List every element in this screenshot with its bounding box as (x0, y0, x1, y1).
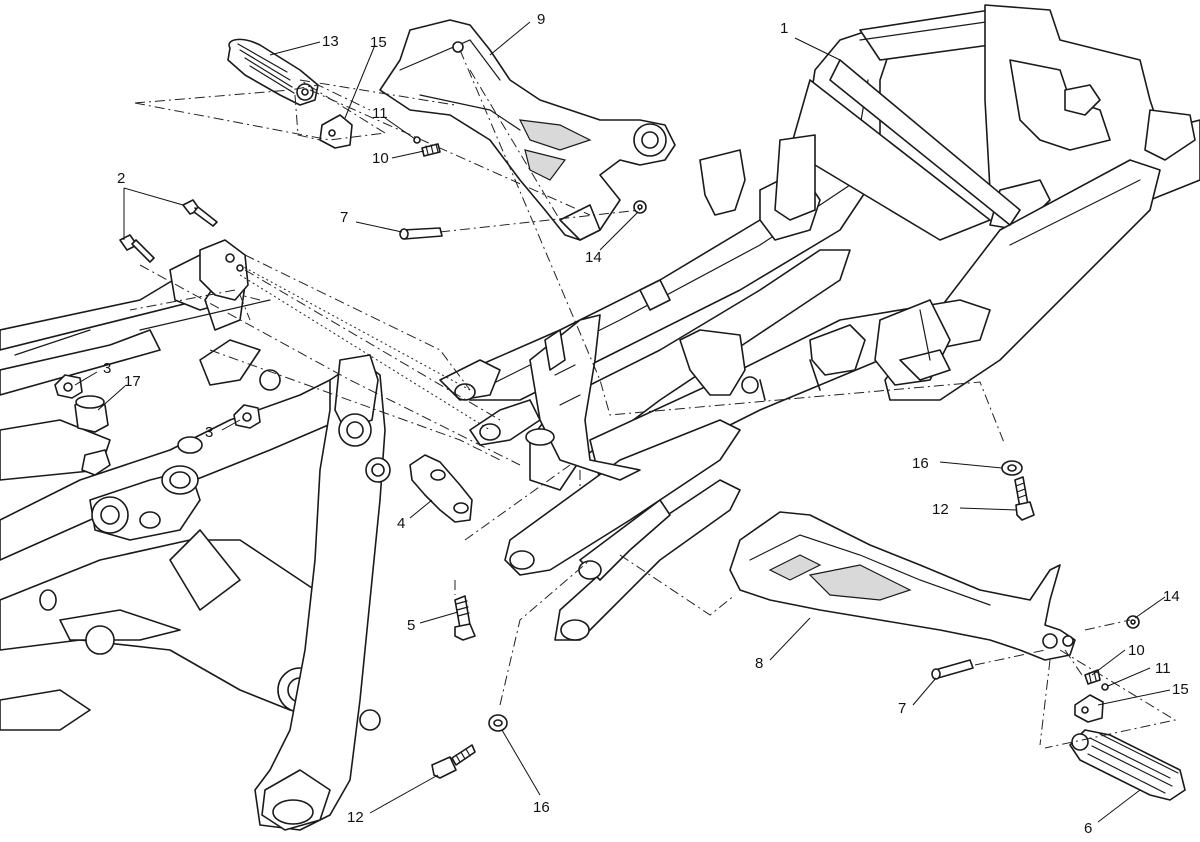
callout-16-lower: 16 (533, 799, 550, 816)
callout-labels: 1 2 3 3 4 5 6 7 7 8 9 10 10 11 11 12 12 … (103, 11, 1189, 837)
small-parts (54, 114, 1140, 779)
callout-15-right: 15 (1172, 681, 1189, 698)
callout-7-left: 7 (340, 209, 348, 226)
callout-6: 6 (1084, 820, 1092, 837)
callout-4: 4 (397, 515, 405, 532)
callout-14-left: 14 (585, 249, 602, 266)
main-frame (0, 249, 391, 831)
callout-11-right: 11 (1155, 660, 1171, 677)
rear-subframe (439, 4, 1200, 641)
callout-13: 13 (322, 33, 339, 50)
assembly-lines (129, 49, 1177, 749)
left-footpeg (227, 38, 319, 106)
callout-5: 5 (407, 617, 415, 634)
callout-9: 9 (537, 11, 545, 28)
callout-17: 17 (124, 373, 141, 390)
right-footpeg (1069, 729, 1186, 801)
callout-12-lower: 12 (347, 809, 364, 826)
callout-14-right: 14 (1163, 588, 1180, 605)
callout-1: 1 (780, 20, 788, 37)
callout-15-left: 15 (370, 34, 387, 51)
callout-7-right: 7 (898, 700, 906, 717)
callout-10-right: 10 (1128, 642, 1145, 659)
right-footpeg-bracket (729, 511, 1076, 661)
leader-lines (74, 21, 1171, 823)
callout-10-left: 10 (372, 150, 389, 167)
callout-8: 8 (755, 655, 763, 672)
callout-3-lower: 3 (205, 424, 213, 441)
left-footpeg-bracket (379, 19, 676, 241)
callout-11-left: 11 (372, 105, 388, 122)
callout-16-right: 16 (912, 455, 929, 472)
callout-3-upper: 3 (103, 360, 111, 377)
callout-2: 2 (117, 170, 125, 187)
callout-12-right: 12 (932, 501, 949, 518)
